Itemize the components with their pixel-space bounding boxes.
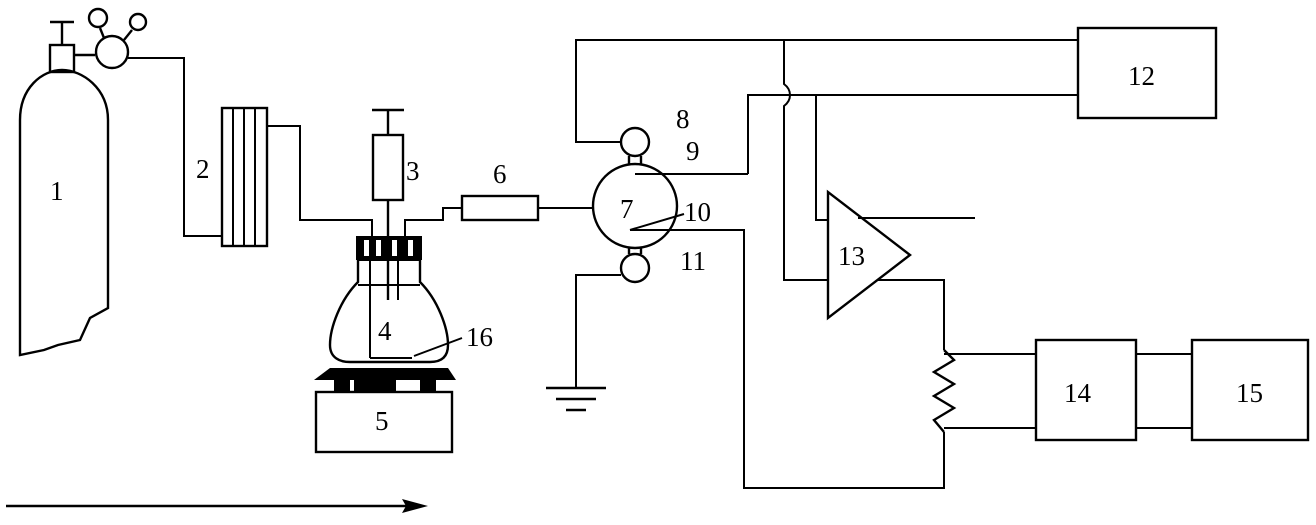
box-14 <box>1034 338 1138 442</box>
box-12 <box>1076 26 1218 120</box>
leader-16 <box>413 337 463 357</box>
label-9: 9 <box>686 136 700 166</box>
gas-line-flask-to-6 <box>404 207 462 238</box>
gas-cylinder <box>18 20 110 357</box>
stirrer-hotplate <box>314 368 456 454</box>
label-2: 2 <box>196 154 210 184</box>
gas-line-2-to-flask <box>267 125 373 238</box>
label-10: 10 <box>684 197 711 227</box>
flow-arrow <box>6 499 428 513</box>
label-4: 4 <box>378 316 392 346</box>
wire-10-loop <box>630 229 945 489</box>
label-7: 7 <box>620 194 634 224</box>
label-3: 3 <box>406 156 420 186</box>
wire-top-bridge <box>783 39 1078 281</box>
amplifier <box>826 189 975 350</box>
label-8: 8 <box>676 104 690 134</box>
detector-cell <box>591 126 748 284</box>
resistor <box>931 349 1036 433</box>
label-15: 15 <box>1236 378 1263 408</box>
label-14: 14 <box>1064 378 1092 408</box>
syringe <box>371 108 405 300</box>
ground-symbol <box>546 274 621 412</box>
filter-tube <box>460 194 540 222</box>
wire-to-amp-input <box>815 95 828 221</box>
label-6: 6 <box>493 159 507 189</box>
gas-line-cylinder-to-2 <box>128 57 222 237</box>
label-16: 16 <box>466 322 493 352</box>
box-15 <box>1190 338 1310 442</box>
label-5: 5 <box>375 406 389 436</box>
wire-9-to-12 <box>747 94 1078 174</box>
pressure-regulator <box>87 7 148 70</box>
label-12: 12 <box>1128 61 1155 91</box>
reaction-flask <box>328 236 450 364</box>
purifier-column <box>220 106 269 248</box>
wire-8-to-12 <box>575 39 784 143</box>
label-11: 11 <box>680 246 706 276</box>
label-13: 13 <box>838 241 865 271</box>
label-1: 1 <box>50 176 64 206</box>
